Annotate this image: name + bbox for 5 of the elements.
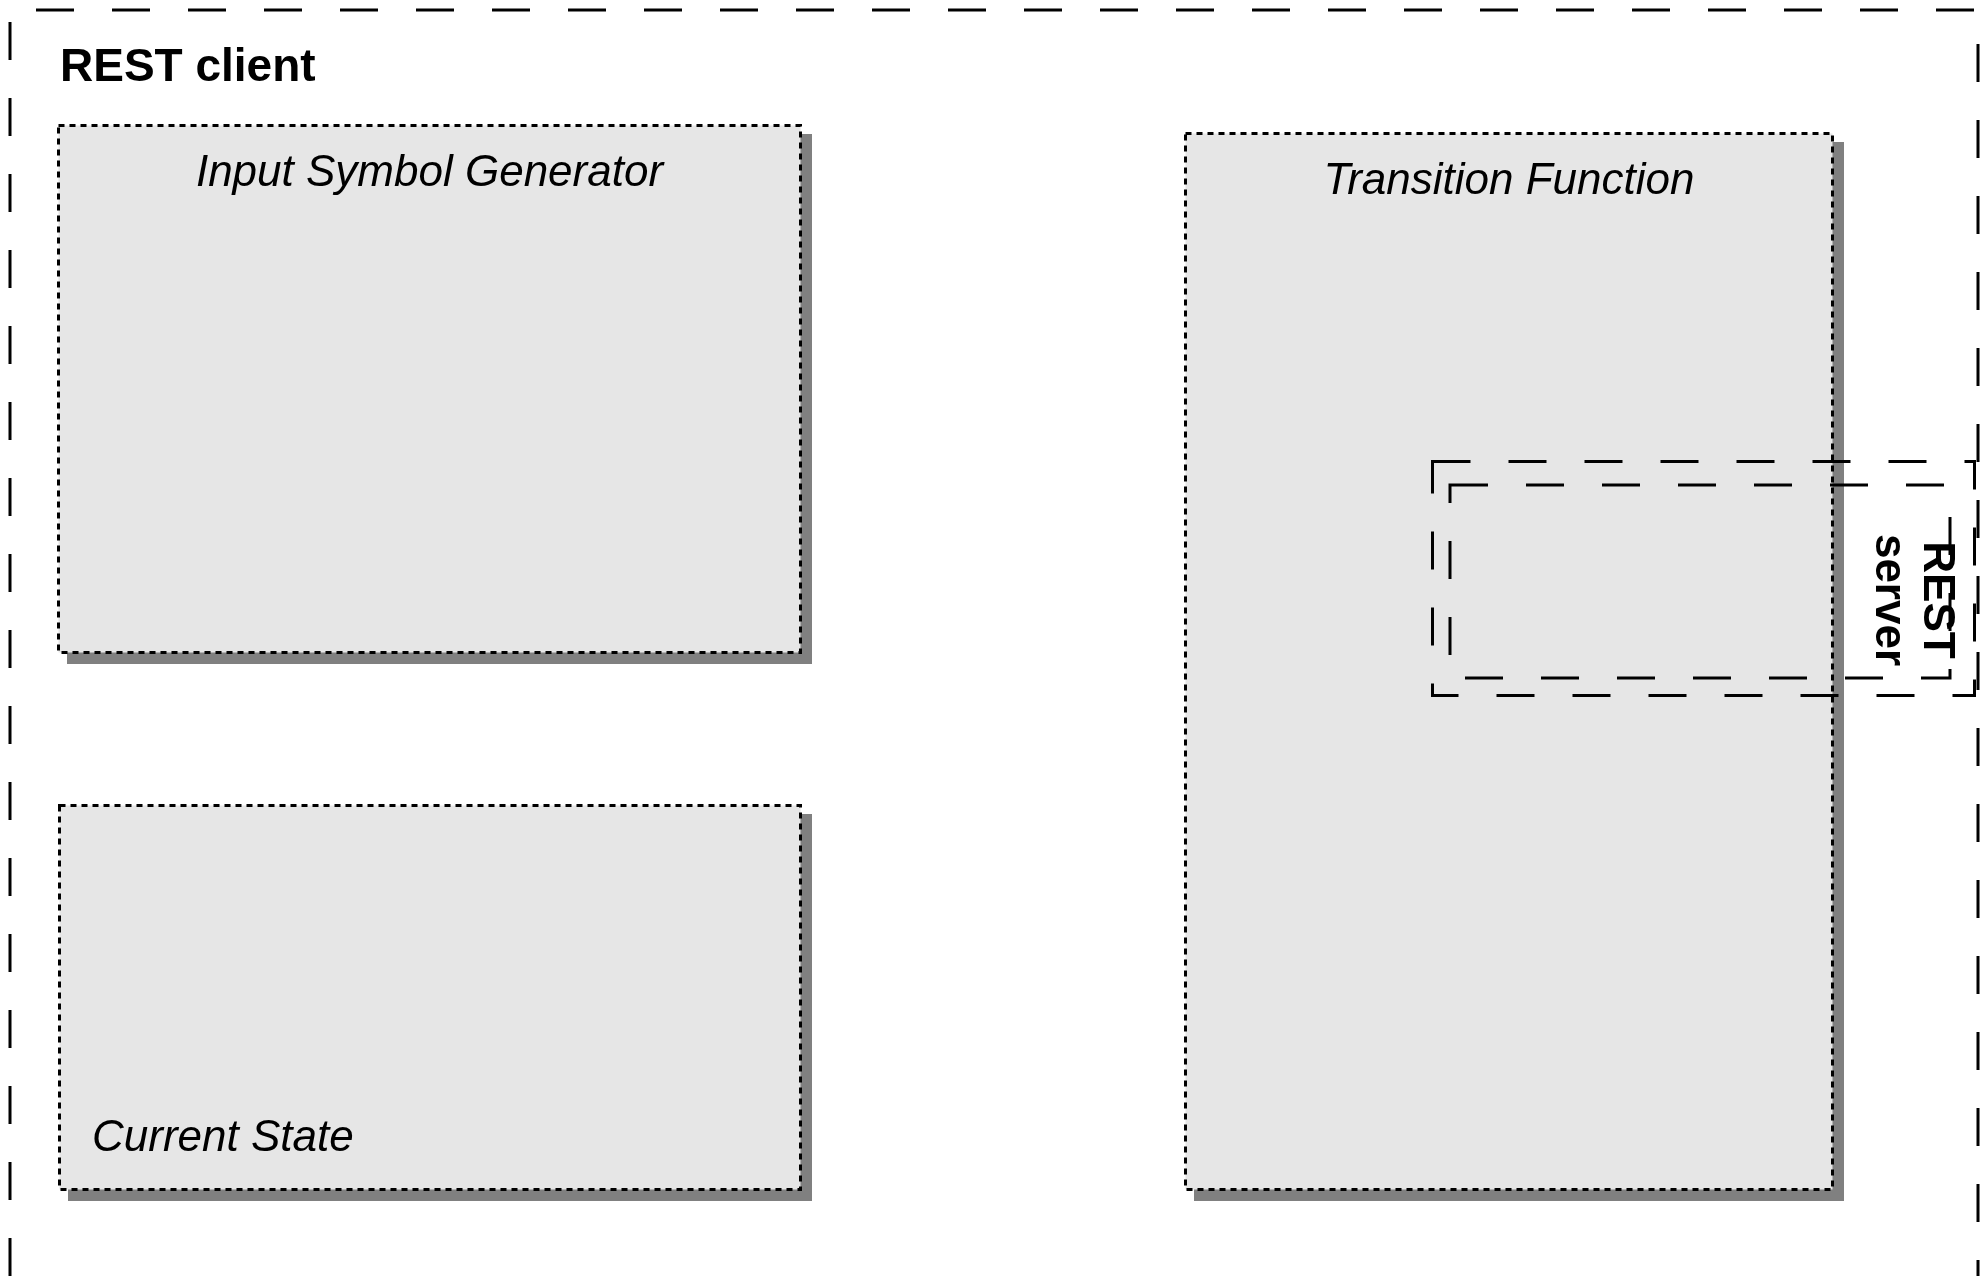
- component-title: Current State: [92, 1111, 354, 1161]
- component-title: Transition Function: [1322, 154, 1696, 204]
- boundary-title: REST client: [60, 38, 316, 92]
- component-title: Input Symbol Generator: [194, 146, 666, 196]
- boundary-title: REST server: [1867, 532, 1963, 669]
